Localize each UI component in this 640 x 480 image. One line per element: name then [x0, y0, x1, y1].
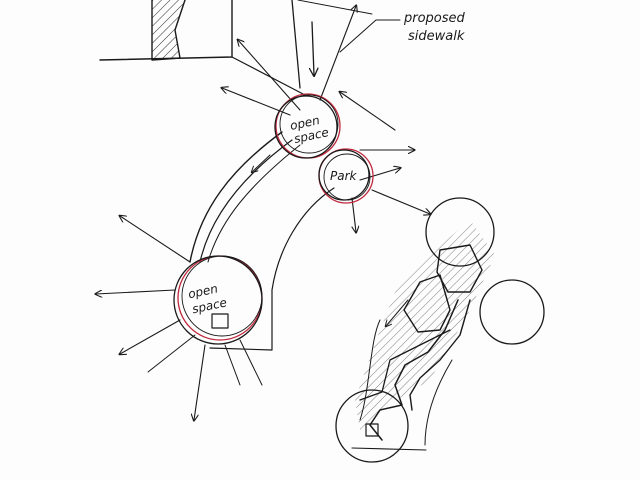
- sidewalk-path: [189, 131, 335, 351]
- park-node: Park: [318, 148, 374, 204]
- callout-label-line2: sidewalk: [408, 29, 465, 44]
- building-outline: [99, 0, 306, 96]
- open-space-top-node: open space: [274, 93, 341, 159]
- open-space-top-label-1: open: [289, 113, 321, 133]
- detail-plan: [335, 197, 545, 463]
- open-space-bottom-node: open space: [173, 255, 263, 345]
- callout-label-line1: proposed: [403, 11, 466, 26]
- park-label: Park: [330, 169, 358, 183]
- proposed-sidewalk-callout: proposed sidewalk: [339, 11, 466, 53]
- bottom-arrows: [96, 216, 263, 420]
- open-space-bottom-label-1: open: [187, 281, 219, 301]
- road-lines: [291, 0, 373, 89]
- top-arrows: [222, 6, 430, 232]
